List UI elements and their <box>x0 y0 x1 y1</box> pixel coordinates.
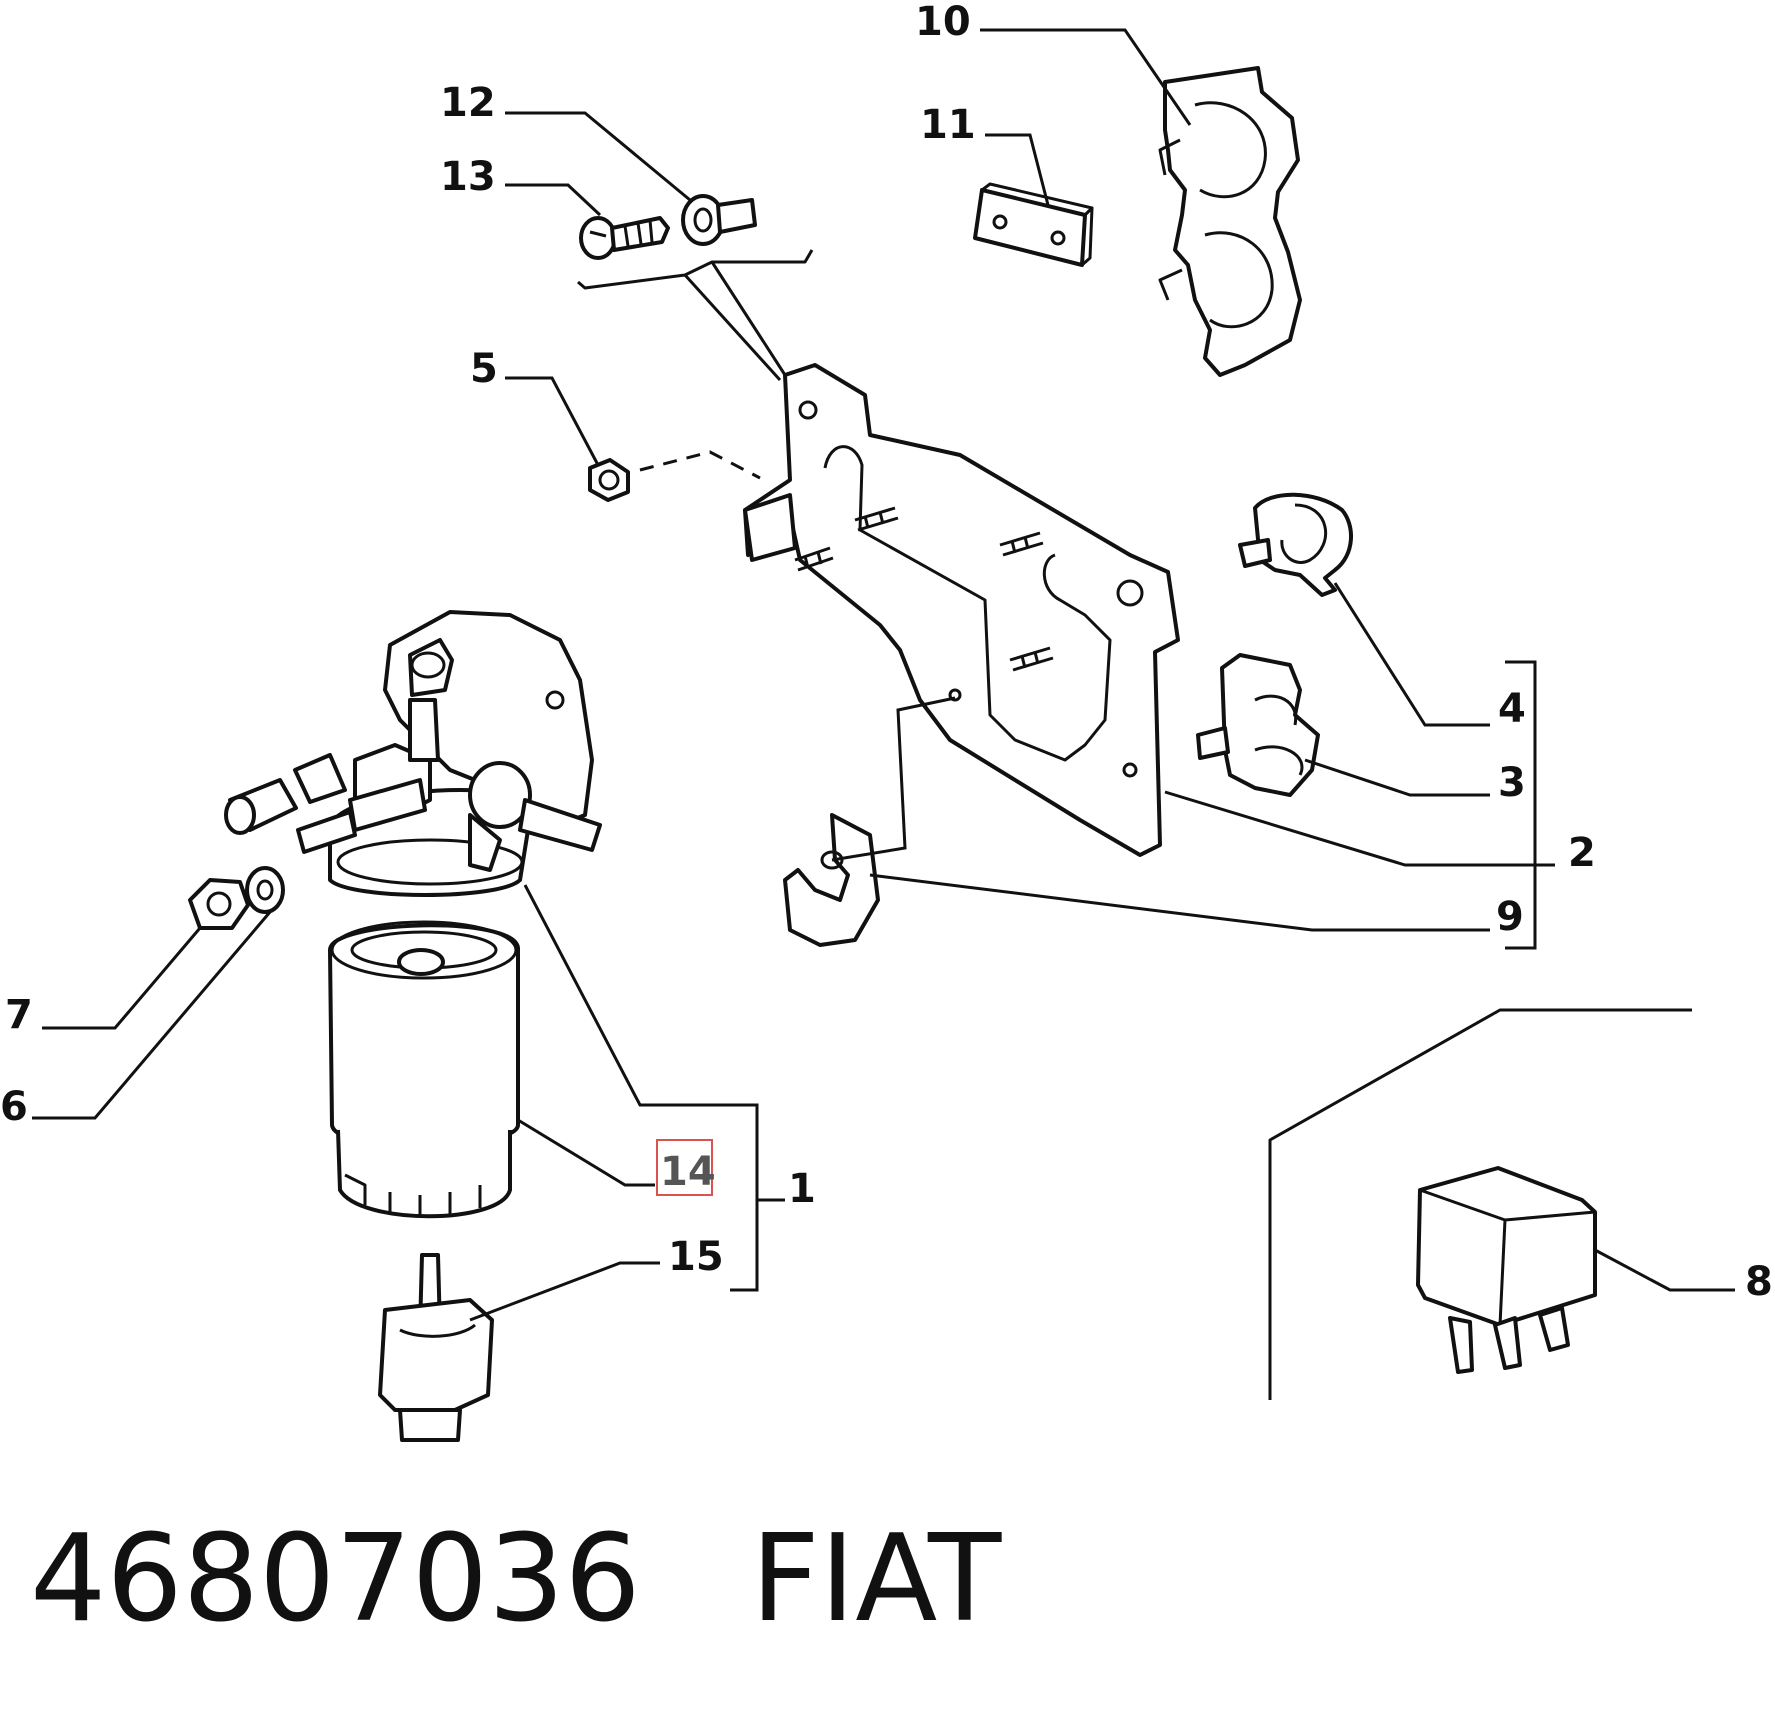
leader-15 <box>469 1261 660 1322</box>
callout-2: 2 <box>1568 830 1596 876</box>
leader-5 <box>505 376 600 466</box>
callout-13: 13 <box>440 154 496 200</box>
part-9-cable-clip <box>783 813 880 947</box>
bracket-group-right <box>1505 660 1537 950</box>
guide-line-top <box>577 249 814 290</box>
callout-11: 11 <box>920 102 976 148</box>
leader-6 <box>32 911 272 1120</box>
leader-10 <box>980 28 1192 126</box>
part-2-bracket-plate <box>743 363 1180 857</box>
callout-8: 8 <box>1745 1259 1773 1305</box>
callout-12: 12 <box>440 80 496 126</box>
part-10-hose-clip <box>1158 66 1302 377</box>
callout-15: 15 <box>668 1234 724 1280</box>
part-13-self-tapping-screw <box>579 216 670 260</box>
leader-3 <box>1304 758 1490 797</box>
callout-9: 9 <box>1496 894 1524 940</box>
part-12-screw <box>681 194 757 246</box>
part-6-washer <box>245 866 285 914</box>
leader-13 <box>505 183 602 217</box>
guide-line-screws-to-bracket <box>683 261 787 382</box>
part-5-nut <box>588 458 630 502</box>
leader-1-head <box>523 884 759 1292</box>
part-1-filter-head <box>224 610 602 897</box>
leader-11 <box>985 133 1050 206</box>
guide-line-clip9 <box>831 696 956 862</box>
inset-frame <box>1268 1008 1692 1400</box>
part-7-nut <box>188 878 250 930</box>
leader-9 <box>869 873 1490 932</box>
brand-name: FIAT <box>750 1510 1002 1649</box>
part-number: 46807036 <box>30 1510 641 1649</box>
callout-3: 3 <box>1498 760 1526 806</box>
callout-4: 4 <box>1498 686 1526 732</box>
part-11-rubber-pad <box>973 182 1094 267</box>
part-8-relay <box>1416 1166 1597 1374</box>
callout-5: 5 <box>470 346 498 392</box>
part-3-double-clip <box>1196 653 1320 797</box>
callout-6: 6 <box>0 1084 28 1130</box>
callout-10: 10 <box>915 0 971 45</box>
leader-7 <box>42 927 202 1030</box>
part-15-water-sensor <box>378 1253 494 1442</box>
leader-14 <box>517 1118 655 1187</box>
guide-line-nut <box>639 450 761 480</box>
part-number-footer: 46807036 FIAT <box>30 1510 1001 1650</box>
leader-8 <box>1594 1248 1735 1292</box>
leader-12 <box>505 111 691 202</box>
leader-2 <box>1164 790 1555 867</box>
callout-1: 1 <box>788 1166 816 1212</box>
part-14-filter-cartridge <box>328 920 520 1219</box>
leader-4 <box>1333 582 1490 727</box>
callout-7: 7 <box>5 992 33 1038</box>
part-4-p-clip <box>1238 492 1354 597</box>
callout-14: 14 <box>660 1149 716 1195</box>
